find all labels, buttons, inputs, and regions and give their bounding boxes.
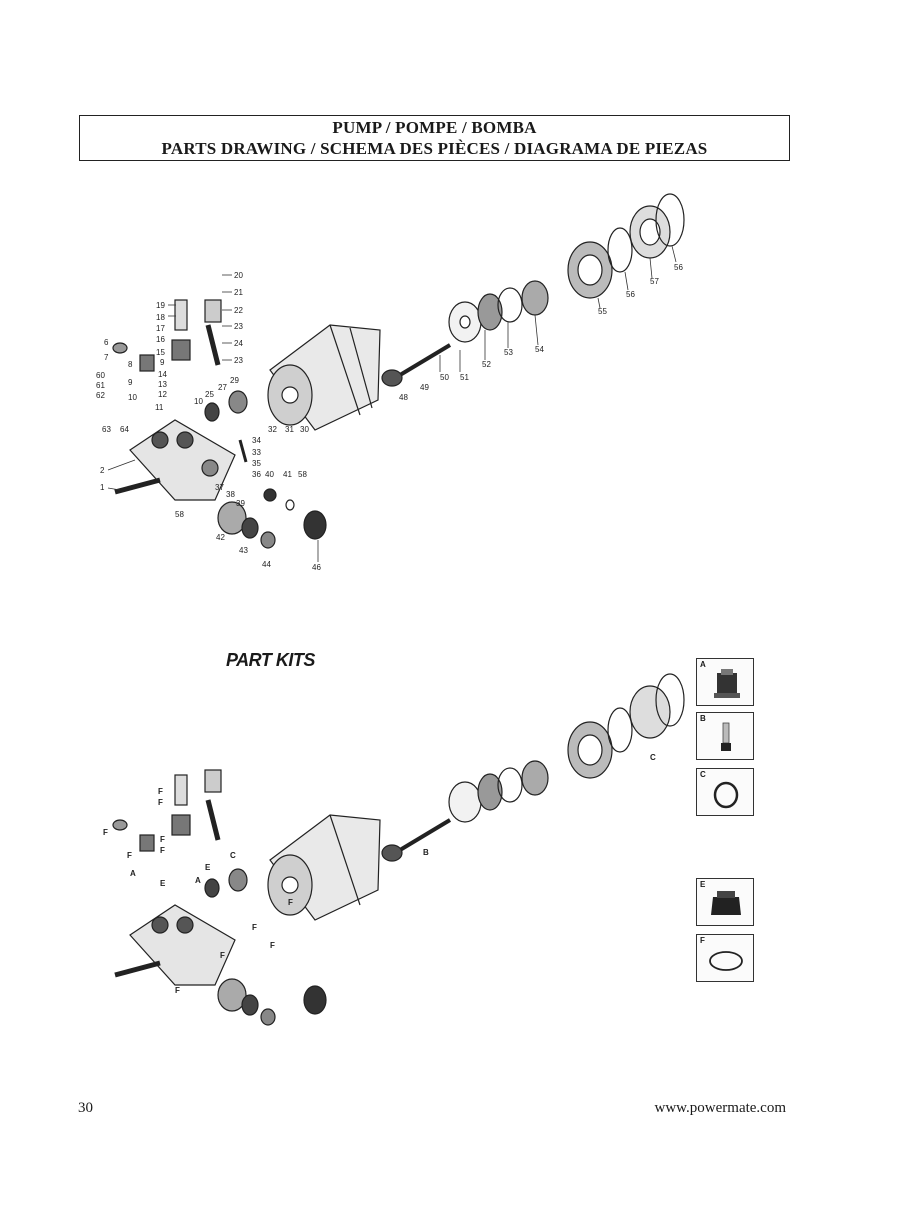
part-kits-title: PART KITS [226, 650, 315, 670]
svg-text:48: 48 [399, 393, 408, 402]
svg-text:63: 63 [102, 425, 111, 434]
svg-text:14: 14 [158, 370, 167, 379]
svg-text:57: 57 [650, 277, 659, 286]
svg-text:50: 50 [440, 373, 449, 382]
svg-text:F: F [158, 798, 163, 807]
page-subtitle: PARTS DRAWING / SCHEMA DES PIÈCES / DIAG… [161, 139, 708, 158]
svg-text:E: E [205, 863, 211, 872]
svg-text:21: 21 [234, 288, 243, 297]
svg-text:11: 11 [155, 403, 164, 412]
svg-text:55: 55 [598, 307, 607, 316]
svg-text:10: 10 [194, 397, 203, 406]
svg-text:58: 58 [298, 470, 307, 479]
svg-text:49: 49 [420, 383, 429, 392]
svg-text:E: E [160, 879, 166, 888]
svg-text:30: 30 [300, 425, 309, 434]
svg-text:24: 24 [234, 339, 243, 348]
svg-text:41: 41 [283, 470, 292, 479]
svg-text:9: 9 [128, 378, 133, 387]
svg-text:F: F [288, 898, 293, 907]
svg-text:23: 23 [234, 322, 243, 331]
svg-text:18: 18 [156, 313, 165, 322]
svg-text:61: 61 [96, 381, 105, 390]
svg-text:62: 62 [96, 391, 105, 400]
kit-card-f: F [696, 934, 754, 982]
svg-text:36: 36 [252, 470, 261, 479]
svg-text:29: 29 [230, 376, 239, 385]
oring-kit-icon [713, 781, 739, 809]
kit-card-c: C [696, 768, 754, 816]
page-title: PUMP / POMPE / BOMBA [332, 118, 537, 137]
svg-text:52: 52 [482, 360, 491, 369]
svg-text:22: 22 [234, 306, 243, 315]
svg-text:F: F [103, 828, 108, 837]
svg-text:43: 43 [239, 546, 248, 555]
title-box: PUMP / POMPE / BOMBA PARTS DRAWING / SCH… [79, 115, 790, 161]
svg-text:F: F [158, 787, 163, 796]
svg-text:60: 60 [96, 371, 105, 380]
svg-text:23: 23 [234, 356, 243, 365]
svg-text:31: 31 [285, 425, 294, 434]
svg-text:54: 54 [535, 345, 544, 354]
svg-text:6: 6 [104, 338, 109, 347]
svg-text:A: A [130, 869, 136, 878]
svg-text:19: 19 [156, 301, 165, 310]
svg-text:44: 44 [262, 560, 271, 569]
svg-text:51: 51 [460, 373, 469, 382]
svg-text:40: 40 [265, 470, 274, 479]
svg-text:17: 17 [156, 324, 165, 333]
valve-kit-icon [711, 891, 741, 915]
kit-card-a: A [696, 658, 754, 706]
svg-text:1: 1 [100, 483, 105, 492]
svg-text:58: 58 [175, 510, 184, 519]
svg-text:20: 20 [234, 271, 243, 280]
kit-card-e: E [696, 878, 754, 926]
svg-text:16: 16 [156, 335, 165, 344]
svg-text:F: F [220, 951, 225, 960]
svg-text:39: 39 [236, 499, 245, 508]
svg-text:37: 37 [215, 483, 224, 492]
part-kits-drawing: F F F F F F A E E A C F F F F F B C [103, 673, 685, 1026]
svg-text:56: 56 [674, 263, 683, 272]
parts-drawing: 1 2 6 7 8 9 9 10 10 11 12 13 14 15 16 17… [96, 193, 685, 572]
svg-text:2: 2 [100, 466, 105, 475]
gasket-kit-icon [709, 951, 743, 971]
svg-text:F: F [175, 986, 180, 995]
svg-text:46: 46 [312, 563, 321, 572]
svg-text:F: F [160, 846, 165, 855]
svg-text:C: C [650, 753, 656, 762]
svg-text:13: 13 [158, 380, 167, 389]
svg-text:38: 38 [226, 490, 235, 499]
svg-text:C: C [230, 851, 236, 860]
svg-text:35: 35 [252, 459, 261, 468]
svg-text:15: 15 [156, 348, 165, 357]
website-link[interactable]: www.powermate.com [654, 1100, 786, 1116]
svg-text:A: A [195, 876, 201, 885]
svg-text:32: 32 [268, 425, 277, 434]
svg-text:8: 8 [128, 360, 133, 369]
svg-text:42: 42 [216, 533, 225, 542]
svg-text:F: F [252, 923, 257, 932]
svg-text:F: F [270, 941, 275, 950]
kit-card-b: B [696, 712, 754, 760]
plunger-kit-icon [721, 722, 731, 751]
svg-text:F: F [160, 835, 165, 844]
svg-text:7: 7 [104, 353, 109, 362]
svg-text:64: 64 [120, 425, 129, 434]
seal-kit-icon [714, 669, 740, 698]
svg-text:10: 10 [128, 393, 137, 402]
svg-text:56: 56 [626, 290, 635, 299]
svg-text:12: 12 [158, 390, 167, 399]
svg-text:33: 33 [252, 448, 261, 457]
svg-text:F: F [127, 851, 132, 860]
svg-text:25: 25 [205, 390, 214, 399]
svg-text:53: 53 [504, 348, 513, 357]
svg-text:B: B [423, 848, 429, 857]
svg-text:9: 9 [160, 358, 165, 367]
svg-text:27: 27 [218, 383, 227, 392]
page-number: 30 [78, 1100, 93, 1116]
svg-text:34: 34 [252, 436, 261, 445]
